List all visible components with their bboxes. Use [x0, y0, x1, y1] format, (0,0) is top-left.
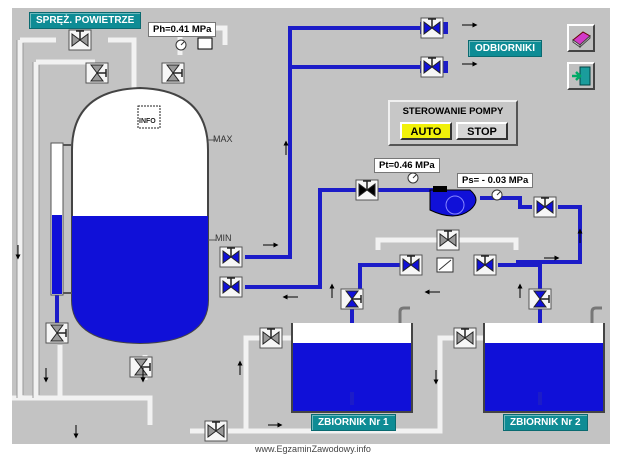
- gauges: [175, 39, 503, 201]
- tank-1-label: ZBIORNIK Nr 1: [311, 414, 396, 431]
- tank-2: [483, 306, 605, 413]
- pump[interactable]: [429, 186, 477, 217]
- vessel-water: [72, 216, 208, 343]
- pump-discharge-valve-icon[interactable]: [355, 179, 379, 201]
- vessel-outlet-valve-icon[interactable]: [219, 246, 243, 268]
- tank-2-air-valve-icon[interactable]: [453, 327, 477, 349]
- pt-pressure-readout: Pt=0.46 MPa: [374, 158, 440, 173]
- pump-suction-valve-icon[interactable]: [533, 196, 557, 218]
- air-feed-valve-icon[interactable]: [204, 420, 228, 442]
- tank-1-valve-icon[interactable]: [340, 288, 364, 310]
- help-book-button[interactable]: [567, 24, 595, 52]
- tank-2-label: ZBIORNIK Nr 2: [503, 414, 588, 431]
- vessel-bottom-valve-icon[interactable]: [129, 356, 153, 378]
- ph-pressure-readout: Ph=0.41 MPa: [148, 22, 217, 37]
- vessel-drain-valve-icon[interactable]: [45, 322, 69, 344]
- pressure-transmitter-icon: [197, 37, 213, 50]
- stop-button[interactable]: STOP: [456, 122, 508, 140]
- pump-control-title: STEROWANIE POMPY: [402, 106, 504, 117]
- safety-valve-icon[interactable]: [85, 62, 109, 84]
- info-tag[interactable]: [137, 105, 161, 129]
- receiver-valve-2-icon[interactable]: [420, 56, 444, 78]
- pump-control-panel: STEROWANIE POMPY AUTO STOP: [388, 100, 518, 146]
- max-level-mark: MAX: [213, 134, 233, 144]
- air-inlet-valve-icon[interactable]: [68, 29, 92, 51]
- valves: [45, 17, 557, 442]
- min-level-mark: MIN: [215, 233, 232, 243]
- tank-1-air-valve-icon[interactable]: [259, 327, 283, 349]
- footer-watermark: www.EgzaminZawodowy.info: [255, 444, 371, 454]
- info-tag-label: INFO: [139, 118, 156, 125]
- bypass-valve-right-icon[interactable]: [473, 254, 497, 276]
- pressure-vessel: [50, 86, 216, 345]
- compressed-air-label: SPRĘŻ. POWIETRZE: [29, 12, 142, 29]
- book-icon: [572, 31, 591, 49]
- receiver-valve-1-icon[interactable]: [420, 17, 444, 39]
- exit-door-icon: [572, 66, 591, 86]
- bypass-air-valve-icon[interactable]: [436, 229, 460, 251]
- ps-pressure-readout: Ps= - 0.03 MPa: [457, 173, 534, 188]
- tank-2-water: [485, 343, 603, 411]
- flow-arrows: [15, 22, 583, 439]
- vessel-inlet-valve-icon[interactable]: [219, 276, 243, 298]
- water-pipes: [55, 26, 582, 392]
- receivers-label: ODBIORNIKI: [468, 40, 542, 57]
- air-pipe-outline: [16, 40, 40, 398]
- tank-2-valve-icon[interactable]: [528, 288, 552, 310]
- sight-glass-level: [52, 215, 62, 294]
- bypass-valve-left-icon[interactable]: [399, 254, 423, 276]
- air-vent-valve-icon[interactable]: [161, 62, 185, 84]
- exit-button[interactable]: [567, 62, 595, 90]
- auto-button[interactable]: AUTO: [400, 122, 452, 140]
